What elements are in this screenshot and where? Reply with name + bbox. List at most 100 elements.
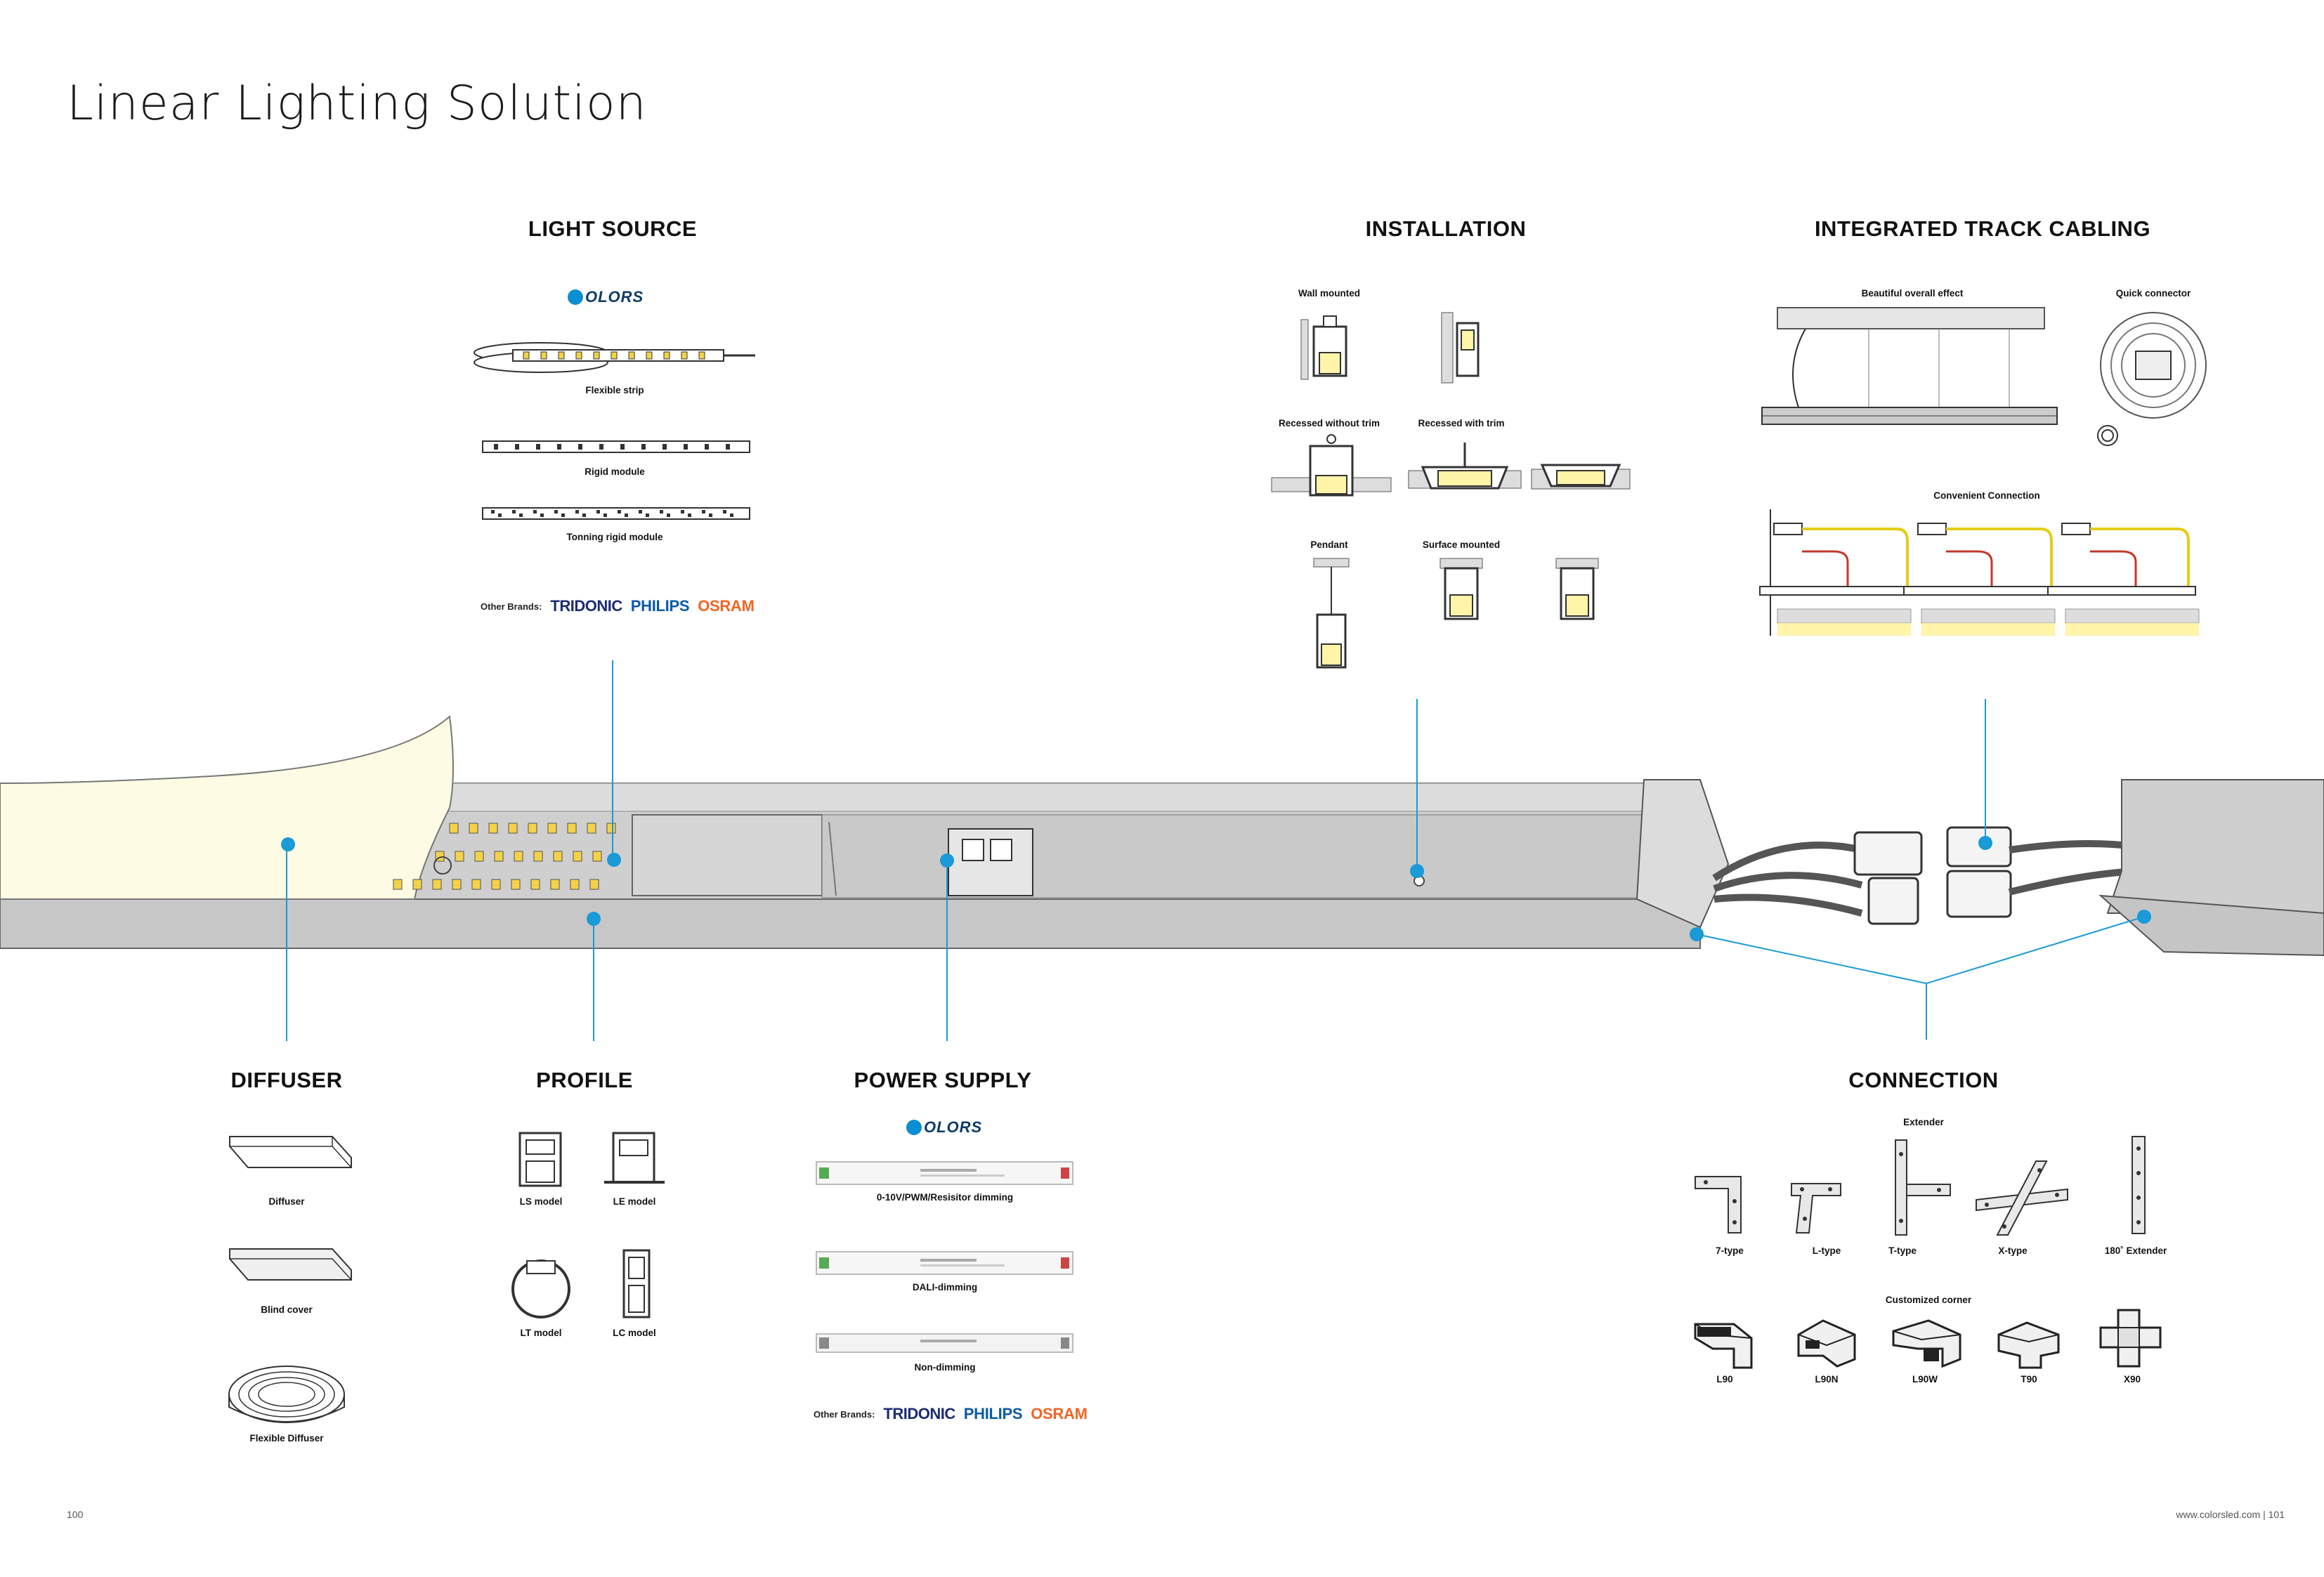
extender-7-type-image: [1695, 1176, 1742, 1234]
lt-model-image: [511, 1259, 570, 1318]
logo-mark-icon: [568, 289, 583, 305]
heading-installation: INSTALLATION: [1365, 216, 1527, 241]
brand-tridonic: TRIDONIC: [883, 1405, 955, 1422]
corner-t90-image: [1997, 1321, 2060, 1369]
led-rows: [393, 823, 616, 890]
heading-integrated-track-cabling: INTEGRATED TRACK CABLING: [1814, 216, 2151, 241]
wall-mounted-image: [1300, 315, 1347, 380]
callout-dot-connection-left: [1690, 927, 1704, 941]
ls-model-label: LS model: [519, 1196, 563, 1207]
convenient-connection-image: [1759, 509, 2200, 636]
le-model-label: LE model: [613, 1196, 656, 1207]
psu-0-10v-label: 0-10V/PWM/Resisitor dimming: [876, 1192, 1014, 1203]
rigid-module-image: [482, 440, 750, 453]
website-link[interactable]: www.colorsled.com: [2176, 1509, 2261, 1520]
extender-x-type-image: [1976, 1160, 2068, 1236]
flexible-diffuser-image: [228, 1366, 345, 1423]
flexible-diffuser-label: Flexible Diffuser: [249, 1433, 324, 1444]
corner-l90-image: [1694, 1323, 1753, 1369]
corner-l90n-image: [1797, 1319, 1856, 1368]
callout-dot-profile: [587, 912, 601, 926]
right-page-number: 101: [2268, 1509, 2285, 1520]
customized-corner-label: Customized corner: [1885, 1295, 1972, 1305]
extender-180-image: [2132, 1136, 2146, 1234]
recessed-with-trim-alt-image: [1531, 464, 1631, 490]
heading-diffuser: DIFFUSER: [230, 1068, 343, 1092]
flexible-strip-image: [474, 342, 755, 373]
corner-x90-image: [2099, 1309, 2162, 1368]
le-model-image: [604, 1132, 665, 1184]
left-page-number: 100: [67, 1509, 84, 1520]
recessed-with-trim-image: [1408, 443, 1522, 490]
blind-cover-image: [229, 1248, 352, 1281]
callout-dot-installation: [1410, 864, 1424, 878]
extender-t-type-image: [1895, 1139, 1951, 1236]
surface-mounted-image: [1440, 558, 1483, 620]
tonning-rigid-module-image: [482, 507, 750, 520]
corner-x90-label: X90: [2123, 1374, 2141, 1385]
footer-right: www.colorsled.com | 101: [2176, 1509, 2285, 1520]
power-supply-other-brands: Other Brands: TRIDONIC PHILIPS OSRAM: [814, 1405, 1088, 1423]
callout-dot-light-source: [607, 853, 621, 867]
quick-connector-image: [2097, 312, 2207, 446]
brand-osram: OSRAM: [1031, 1405, 1088, 1422]
cabling-effect-label: Beautiful overall effect: [1861, 288, 1964, 299]
corner-l90w-label: L90W: [1912, 1374, 1938, 1385]
corner-t90-label: T90: [2021, 1374, 2037, 1385]
brand-philips: PHILIPS: [963, 1405, 1023, 1422]
flexible-strip-label: Flexible strip: [585, 385, 644, 395]
psu-dali-image: [816, 1251, 1073, 1275]
callout-dot-connection-right: [2137, 910, 2151, 924]
callout-dot-diffuser: [281, 837, 295, 851]
footer-separator: |: [2263, 1509, 2268, 1520]
diffuser-image: [229, 1136, 352, 1168]
tonning-rigid-module-label: Tonning rigid module: [566, 532, 663, 542]
install-pendant-label: Pendant: [1310, 539, 1348, 550]
diffuser-sheet: [0, 715, 454, 900]
callout-dot-cabling: [1978, 836, 1992, 850]
install-recessed-with-trim-label: Recessed with trim: [1418, 418, 1505, 428]
other-brands-label: Other Brands:: [481, 601, 542, 612]
extender-l-type-label: L-type: [1812, 1245, 1841, 1256]
corner-l90n-label: L90N: [1815, 1374, 1839, 1385]
cabling-convenient-label: Convenient Connection: [1933, 490, 2040, 501]
install-wall-mounted-label: Wall mounted: [1298, 288, 1360, 299]
light-source-other-brands: Other Brands: TRIDONIC PHILIPS OSRAM: [481, 597, 755, 615]
corner-l90w-image: [1892, 1319, 1961, 1368]
extender-7-type-label: 7-type: [1716, 1245, 1744, 1256]
brand-osram: OSRAM: [698, 597, 755, 615]
extender-l-type-image: [1791, 1183, 1841, 1234]
corner-l90-label: L90: [1716, 1374, 1733, 1385]
psu-non-dimming-image: [816, 1333, 1073, 1353]
install-recessed-without-trim-label: Recessed without trim: [1278, 418, 1380, 428]
recessed-without-trim-image: [1271, 434, 1392, 497]
callout-dot-power-supply: [940, 853, 954, 868]
heading-light-source: LIGHT SOURCE: [528, 216, 698, 241]
logo-mark-icon: [906, 1120, 922, 1135]
extender-180-label: 180˚ Extender: [2104, 1245, 2167, 1256]
cabling-quick-label: Quick connector: [2115, 288, 2191, 299]
heading-profile: PROFILE: [536, 1068, 633, 1092]
extender-label: Extender: [1903, 1117, 1944, 1127]
lc-model-label: LC model: [613, 1328, 656, 1338]
pendant-image: [1313, 558, 1350, 669]
extender-x-type-label: X-type: [1998, 1245, 2028, 1256]
colors-logo: OLORS: [568, 288, 644, 306]
ls-model-image: [518, 1132, 562, 1187]
psu-0-10v-image: [816, 1161, 1073, 1185]
brand-philips: PHILIPS: [630, 597, 690, 615]
lc-model-image: [622, 1249, 651, 1318]
surface-mounted-alt-image: [1555, 558, 1599, 620]
diffuser-label: Diffuser: [268, 1196, 305, 1207]
lt-model-label: LT model: [520, 1328, 562, 1338]
psu-dali-label: DALI-dimming: [912, 1282, 978, 1293]
heading-power-supply: POWER SUPPLY: [854, 1068, 1032, 1092]
beautiful-effect-image: [1761, 307, 2058, 425]
install-surface-mounted-label: Surface mounted: [1422, 539, 1501, 550]
brand-tridonic: TRIDONIC: [550, 597, 622, 615]
rigid-module-label: Rigid module: [585, 466, 645, 477]
extender-t-type-label: T-type: [1888, 1245, 1917, 1256]
blind-cover-label: Blind cover: [261, 1304, 313, 1315]
wall-mounted-side-image: [1441, 312, 1480, 384]
